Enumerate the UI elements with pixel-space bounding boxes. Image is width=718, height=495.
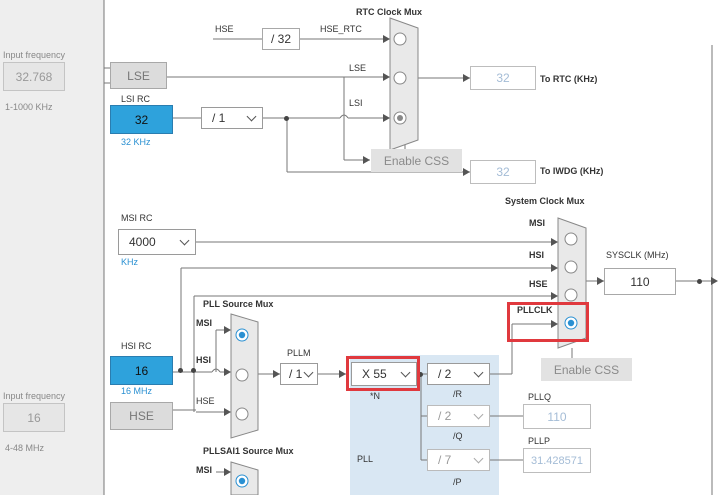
- msi-frequency-select[interactable]: 4000: [118, 229, 196, 255]
- pll-source-radios: [235, 328, 249, 421]
- pllr-label: /R: [453, 389, 462, 399]
- pllr-select[interactable]: / 2: [427, 363, 490, 385]
- pllm-value: / 1: [289, 367, 303, 381]
- msi-frequency-value: 4000: [129, 235, 156, 249]
- hse-rtc-divider: / 32: [262, 28, 300, 50]
- pllq-label: PLLQ: [528, 392, 552, 402]
- to-rtc-label: To RTC (KHz): [540, 74, 598, 84]
- msi-rc-label: MSI RC: [121, 213, 153, 223]
- sys-enable-css-button[interactable]: Enable CSS: [541, 358, 632, 381]
- lse-input-frequency-label: Input frequency: [3, 50, 66, 60]
- sys-mux-radio-msi[interactable]: [564, 232, 578, 246]
- pllq-output-field[interactable]: 110: [523, 404, 591, 429]
- rtc-enable-css-button[interactable]: Enable CSS: [371, 149, 462, 172]
- iwdg-output-field[interactable]: 32: [470, 160, 536, 184]
- pllq-divider-label: /Q: [453, 431, 463, 441]
- chevron-down-icon: [303, 367, 314, 378]
- pllp-divider-label: /P: [453, 477, 462, 487]
- to-iwdg-label: To IWDG (KHz): [540, 166, 604, 176]
- system-clock-mux-title: System Clock Mux: [505, 196, 585, 206]
- chevron-down-icon: [473, 409, 484, 420]
- lsi-divider-select[interactable]: / 1: [201, 107, 263, 129]
- sys-mux-pllclk-label: PLLCLK: [517, 305, 553, 315]
- sys-mux-hsi-label: HSI: [529, 250, 545, 260]
- hse-rtc-source-label: HSE: [215, 24, 234, 34]
- rtc-output-field[interactable]: 32: [470, 66, 536, 90]
- rtc-mux-radios: [393, 32, 407, 125]
- chevron-down-icon: [473, 453, 484, 464]
- pllsai1-msi-label: MSI: [196, 465, 213, 475]
- lsi-unit-label: 32 KHz: [121, 137, 151, 147]
- lse-range-label: 1-1000 KHz: [5, 102, 53, 112]
- hsi-unit-label: 16 MHz: [121, 386, 153, 396]
- plln-multiplier-select[interactable]: X 55: [351, 362, 417, 386]
- pll-src-hsi-label: HSI: [196, 355, 212, 365]
- hse-input-frequency-label: Input frequency: [3, 391, 66, 401]
- lsi-divider-value: / 1: [212, 111, 226, 125]
- system-mux-radios: [564, 232, 578, 330]
- pllsai1-source-mux-title: PLLSAI1 Source Mux: [203, 446, 294, 456]
- sys-mux-radio-hsi[interactable]: [564, 260, 578, 274]
- junction-dot: [697, 279, 702, 284]
- rtc-mux-radio-hse[interactable]: [393, 32, 407, 46]
- chevron-down-icon: [473, 367, 484, 378]
- plln-label: *N: [370, 391, 381, 401]
- rtc-lse-label: LSE: [349, 63, 367, 73]
- hsi-rc-label: HSI RC: [121, 341, 152, 351]
- lsi-rc-label: LSI RC: [121, 94, 151, 104]
- pll-src-radio-hsi[interactable]: [235, 368, 249, 382]
- lsi-rc-block[interactable]: 32: [110, 105, 173, 134]
- pllm-label: PLLM: [287, 348, 311, 358]
- lse-source-block[interactable]: LSE: [110, 62, 167, 89]
- pll-src-radio-hse[interactable]: [235, 407, 249, 421]
- junction-dot: [178, 368, 183, 373]
- chevron-down-icon: [179, 235, 190, 246]
- hsi-rc-block[interactable]: 16: [110, 356, 173, 385]
- msi-unit-label: KHz: [121, 257, 139, 267]
- rtc-mux-title: RTC Clock Mux: [356, 7, 423, 17]
- pllq-divider-value: / 2: [438, 409, 452, 423]
- sys-mux-radio-hse[interactable]: [564, 288, 578, 302]
- hse-input-frequency-field[interactable]: 16: [3, 403, 65, 432]
- chevron-down-icon: [246, 111, 257, 122]
- pllr-value: / 2: [438, 367, 452, 381]
- junction-dot: [284, 116, 289, 121]
- hse-range-label: 4-48 MHz: [5, 443, 45, 453]
- pll-source-mux-title: PLL Source Mux: [203, 299, 274, 309]
- hse-rtc-label: HSE_RTC: [320, 24, 362, 34]
- rtc-lsi-label: LSI: [349, 98, 363, 108]
- plln-highlight-box: [346, 356, 420, 391]
- lse-input-frequency-field[interactable]: 32.768: [3, 62, 65, 91]
- rtc-mux-radio-lse[interactable]: [393, 71, 407, 85]
- junction-dot: [418, 372, 423, 377]
- sys-mux-hse-label: HSE: [529, 279, 548, 289]
- pllsai1-radios: [235, 474, 249, 488]
- junction-dot: [191, 368, 196, 373]
- pllp-output-field[interactable]: 31.428571: [523, 448, 591, 473]
- sys-mux-msi-label: MSI: [529, 218, 546, 228]
- pllp-label: PLLP: [528, 436, 551, 446]
- pllq-select[interactable]: / 2: [427, 405, 490, 427]
- pll-src-msi-label: MSI: [196, 318, 213, 328]
- pll-src-hse-label: HSE: [196, 396, 215, 406]
- pllclk-highlight-box: [507, 302, 589, 342]
- plln-multiplier-value: X 55: [362, 367, 387, 381]
- sysclk-field[interactable]: 110: [604, 268, 676, 295]
- pll-label: PLL: [357, 454, 374, 464]
- hse-source-block[interactable]: HSE: [110, 402, 173, 430]
- sysclk-label: SYSCLK (MHz): [606, 250, 669, 260]
- pllm-select[interactable]: / 1: [280, 363, 318, 385]
- pllp-select[interactable]: / 7: [427, 449, 490, 471]
- pllp-divider-value: / 7: [438, 453, 452, 467]
